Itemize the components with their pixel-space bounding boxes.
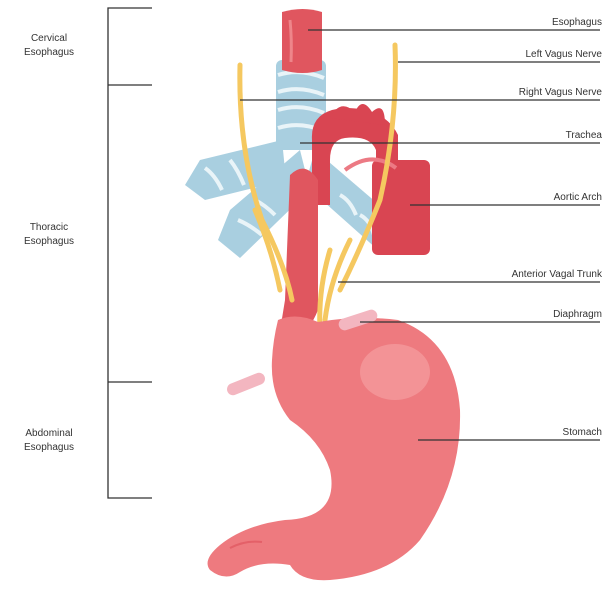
region-cervical-line2: Esophagus: [4, 47, 94, 59]
label-aortic-arch: Aortic Arch: [554, 192, 602, 204]
label-esophagus: Esophagus: [552, 17, 602, 29]
esophagus-upper: [282, 9, 322, 73]
region-bracket: [108, 8, 152, 498]
region-thoracic-line1: Thoracic: [4, 222, 94, 234]
stomach-shape: [208, 316, 461, 580]
label-anterior-vagal-trunk: Anterior Vagal Trunk: [512, 269, 602, 281]
region-thoracic-line2: Esophagus: [4, 236, 94, 248]
diaphragm-left: [225, 371, 267, 397]
label-stomach: Stomach: [563, 427, 602, 439]
label-left-vagus-nerve: Left Vagus Nerve: [525, 49, 602, 61]
label-right-vagus-nerve: Right Vagus Nerve: [519, 87, 602, 99]
region-abdominal-line1: Abdominal: [4, 428, 94, 440]
region-abdominal-line2: Esophagus: [4, 442, 94, 454]
label-trachea: Trachea: [566, 130, 602, 142]
label-diaphragm: Diaphragm: [553, 309, 602, 321]
region-cervical-line1: Cervical: [4, 33, 94, 45]
